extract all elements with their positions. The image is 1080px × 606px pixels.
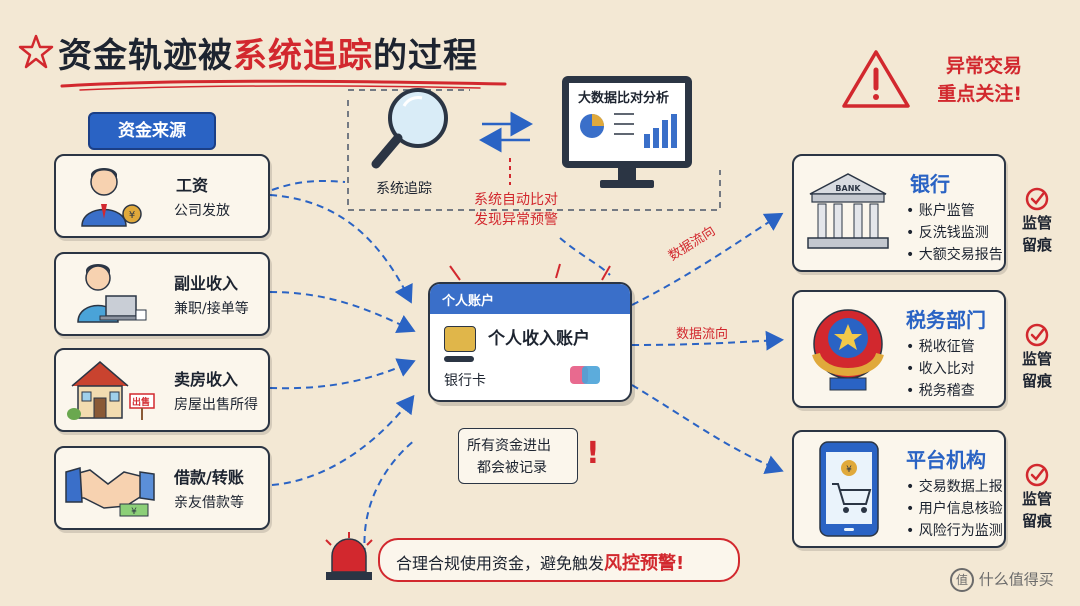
institution-title: 税务部门 <box>906 308 986 332</box>
institution-item: • 风险行为监测 <box>906 523 1003 539</box>
source-card-salary: ¥ 工资 公司发放 <box>54 154 270 238</box>
alarm-siren-icon <box>325 532 373 580</box>
institution-item: • 账户监管 <box>906 203 975 219</box>
regulation-stamp: 监管留痕 <box>1021 350 1052 390</box>
arrow-to-platform <box>631 384 784 475</box>
institution-item: • 用户信息核验 <box>906 501 1003 517</box>
institution-item: • 交易数据上报 <box>906 479 1003 495</box>
laptop-worker-icon <box>77 264 147 323</box>
account-name: 个人收入账户 <box>488 329 590 349</box>
alert-text: 异常交易 重点关注! <box>912 52 1022 108</box>
institution-card-tax: 税务部门 • 税收征管 • 收入比对 • 税务稽查 <box>792 290 1006 408</box>
source-subtitle: 兼职/接单等 <box>174 301 249 317</box>
monitor-title: 大数据比对分析 <box>578 91 670 106</box>
title-part-1: 资金轨迹被 <box>58 36 233 76</box>
watermark-text: 什么值得买 <box>978 570 1054 589</box>
smartphone-cart-icon: ¥ <box>819 441 879 537</box>
source-card-house-sale: 出售 卖房收入 房屋出售所得 <box>54 348 270 432</box>
tracking-label: 系统追踪 <box>376 181 432 197</box>
source-title: 工资 <box>176 176 209 195</box>
warning-triangle-icon <box>842 50 910 108</box>
institution-item: • 反洗钱监测 <box>906 225 989 241</box>
alert-line-2-text: 重点关注 <box>937 83 1014 105</box>
chip-icon <box>444 326 476 352</box>
emphasis-marks <box>449 263 611 281</box>
tax-emblem-icon <box>812 309 884 391</box>
bottom-banner: 合理合规使用资金，避免触发风控预警! <box>378 538 740 582</box>
institution-item: • 税务稽查 <box>906 383 975 399</box>
sale-sign: 出售 <box>132 398 151 408</box>
alert-line-1: 异常交易 <box>945 55 1022 77</box>
exclamation-mark: ! <box>586 436 600 471</box>
account-header: 个人账户 <box>442 294 495 309</box>
magnifier-icon <box>371 88 448 169</box>
check-circle-icon <box>1025 187 1049 211</box>
all-recorded-note: 所有资金进出 都会被记录 <box>458 428 578 484</box>
arrow-salary-to-tracking <box>271 179 346 191</box>
bank-building-icon: BANK <box>807 173 889 249</box>
banner-text: 合理合规使用资金，避免触发 <box>396 554 605 573</box>
tracking-note-line-1: 系统自动比对 <box>474 192 558 208</box>
bank-sign: BANK <box>835 184 861 193</box>
title-part-3: 的过程 <box>373 36 478 76</box>
source-subtitle: 房屋出售所得 <box>174 397 258 413</box>
watermark-logo-icon: 值 <box>950 568 974 592</box>
banner-highlight: 风控预警 <box>604 553 677 574</box>
institution-item: • 大额交易报告 <box>906 247 1003 263</box>
tracking-note: 系统自动比对 发现异常预警 <box>474 190 558 230</box>
source-title: 卖房收入 <box>174 370 239 389</box>
handshake-icon: ¥ <box>65 467 155 517</box>
all-recorded-line-2: 都会被记录 <box>477 460 547 476</box>
arrow-to-bank <box>631 212 784 306</box>
title-underline <box>60 79 507 91</box>
institution-title: 平台机构 <box>906 448 986 472</box>
monitor-icon <box>562 76 692 188</box>
flow-label-tax: 数据流向 <box>676 327 729 342</box>
phone-screen-yen: ¥ <box>846 465 852 475</box>
institution-item: • 税收征管 <box>906 339 975 355</box>
source-title: 副业收入 <box>174 274 239 293</box>
regulation-stamp: 监管留痕 <box>1021 490 1052 530</box>
regulation-stamp: 监管留痕 <box>1021 214 1052 254</box>
house-icon <box>67 361 155 420</box>
banner-exclamation: ! <box>676 553 685 574</box>
institution-card-platform: ¥ 平台机构 • 交易数据上报 • 用户信息核验 • 风险行为监测 <box>792 430 1006 548</box>
all-recorded-line-1: 所有资金进出 <box>467 438 551 454</box>
money-bag-yen: ¥ <box>129 210 135 221</box>
sources-label: 资金来源 <box>88 112 216 150</box>
arrow-to-tax <box>631 330 784 351</box>
source-title: 借款/转账 <box>174 468 244 487</box>
institution-card-bank: BANK 银行 • 账户监管 • 反洗钱监测 • 大额交易报告 <box>792 154 1006 272</box>
bottom-banner-text: 合理合规使用资金，避免触发风控预警! <box>396 549 684 575</box>
arrow-salary <box>269 194 413 304</box>
source-subtitle: 公司发放 <box>174 203 230 219</box>
check-circle-icon <box>1025 463 1049 487</box>
institution-title: 银行 <box>910 172 950 196</box>
source-card-side-income: 副业收入 兼职/接单等 <box>54 252 270 336</box>
alert-line-2: 重点关注! <box>912 80 1022 108</box>
card-label: 银行卡 <box>444 373 486 389</box>
source-subtitle: 亲友借款等 <box>174 495 244 511</box>
page-title: 资金轨迹被系统追踪的过程 <box>58 28 478 77</box>
title-highlight: 系统追踪 <box>233 36 373 76</box>
office-worker-icon: ¥ <box>81 168 142 227</box>
star-icon <box>18 34 54 69</box>
watermark: 值 什么值得买 <box>950 568 1054 592</box>
source-card-loan: ¥ 借款/转账 亲友借款等 <box>54 446 270 530</box>
alert-exclamation: ! <box>1013 83 1022 105</box>
personal-account-card: 个人账户 个人收入账户 银行卡 <box>428 282 632 402</box>
check-circle-icon <box>1025 323 1049 347</box>
institution-item: • 收入比对 <box>906 361 975 377</box>
arrow-side-income <box>269 291 416 334</box>
arrow-house-sale <box>269 358 416 390</box>
tracking-note-line-2: 发现异常预警 <box>474 212 558 228</box>
tracking-frame <box>347 100 721 211</box>
banknote-yen: ¥ <box>131 507 137 517</box>
arrow-loan <box>271 394 415 486</box>
